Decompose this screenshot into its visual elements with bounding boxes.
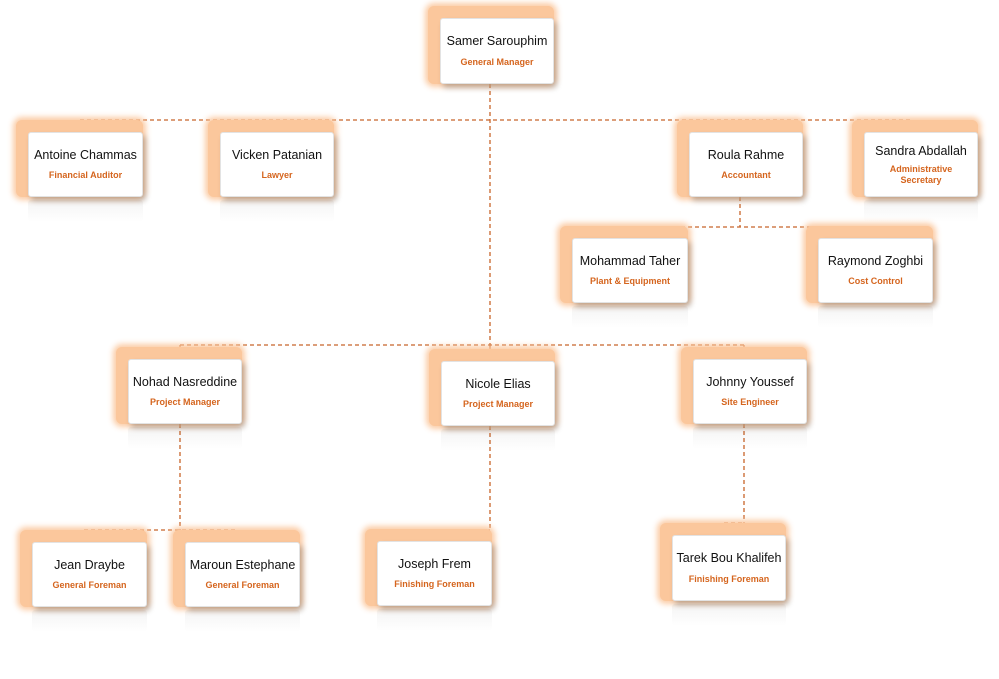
node-card: Samer Sarouphim General Manager: [440, 18, 554, 84]
node-name: Mohammad Taher: [579, 253, 681, 268]
node-name: Vicken Patanian: [231, 147, 323, 162]
node-card: Raymond Zoghbi Cost Control: [818, 238, 933, 303]
node-name: Roula Rahme: [707, 147, 785, 162]
node-card: Jean Draybe General Foreman: [32, 542, 147, 607]
node-card: Tarek Bou Khalifeh Finishing Foreman: [672, 535, 786, 601]
node-title: General Foreman: [205, 580, 280, 591]
node-raymond-zoghbi: Raymond Zoghbi Cost Control: [806, 226, 933, 328]
node-card: Sandra Abdallah Administrative Secretary: [864, 132, 978, 197]
node-card: Nicole Elias Project Manager: [441, 361, 555, 426]
node-nohad-nasreddine: Nohad Nasreddine Project Manager: [116, 347, 242, 449]
node-reflection: [441, 429, 555, 451]
node-card: Maroun Estephane General Foreman: [185, 542, 300, 607]
node-title: Project Manager: [149, 397, 221, 408]
node-title: Project Manager: [462, 399, 534, 410]
node-joseph-frem: Joseph Frem Finishing Foreman: [365, 529, 492, 631]
node-johnny-youssef: Johnny Youssef Site Engineer: [681, 347, 807, 449]
node-maroun-estephane: Maroun Estephane General Foreman: [173, 530, 300, 632]
node-card: Roula Rahme Accountant: [689, 132, 803, 197]
node-name: Raymond Zoghbi: [827, 253, 924, 268]
node-reflection: [693, 427, 807, 449]
node-card: Joseph Frem Finishing Foreman: [377, 541, 492, 606]
node-name: Jean Draybe: [54, 557, 125, 572]
node-title: Cost Control: [848, 276, 903, 287]
node-reflection: [185, 610, 300, 632]
node-title: Plant & Equipment: [589, 276, 670, 287]
node-title: Accountant: [721, 170, 771, 181]
node-reflection: [864, 200, 978, 222]
node-card: Johnny Youssef Site Engineer: [693, 359, 807, 424]
node-title: General Foreman: [52, 580, 127, 591]
node-antoine-chammas: Antoine Chammas Financial Auditor: [16, 120, 143, 222]
node-reflection: [28, 200, 143, 222]
node-reflection: [220, 200, 334, 222]
node-nicole-elias: Nicole Elias Project Manager: [429, 349, 555, 451]
node-reflection: [128, 427, 242, 449]
node-title: Lawyer: [261, 170, 293, 181]
node-title: Finishing Foreman: [688, 573, 770, 584]
node-reflection: [572, 306, 688, 328]
node-reflection: [377, 609, 492, 631]
node-title: Finishing Foreman: [394, 579, 475, 590]
node-samer-sarouphim: Samer Sarouphim General Manager: [428, 6, 554, 84]
node-roula-rahme: Roula Rahme Accountant: [677, 120, 803, 197]
node-title: Site Engineer: [721, 397, 779, 408]
node-card: Nohad Nasreddine Project Manager: [128, 359, 242, 424]
node-reflection: [32, 610, 147, 632]
node-jean-draybe: Jean Draybe General Foreman: [20, 530, 147, 632]
node-tarek-bou-khalifeh: Tarek Bou Khalifeh Finishing Foreman: [660, 523, 786, 626]
node-title: Administrative Secretary: [889, 163, 953, 185]
node-vicken-patanian: Vicken Patanian Lawyer: [208, 120, 334, 222]
node-name: Samer Sarouphim: [446, 34, 548, 49]
node-mohammad-taher: Mohammad Taher Plant & Equipment: [560, 226, 688, 328]
node-card: Antoine Chammas Financial Auditor: [28, 132, 143, 197]
node-name: Sandra Abdallah: [875, 143, 967, 158]
node-name: Antoine Chammas: [34, 147, 137, 162]
node-card: Vicken Patanian Lawyer: [220, 132, 334, 197]
node-name: Joseph Frem: [398, 556, 471, 571]
node-name: Johnny Youssef: [706, 374, 794, 389]
node-name: Nicole Elias: [465, 376, 531, 391]
node-reflection: [818, 306, 933, 328]
node-title: General Manager: [460, 56, 534, 67]
node-card: Mohammad Taher Plant & Equipment: [572, 238, 688, 303]
node-name: Nohad Nasreddine: [132, 374, 238, 389]
node-title: Financial Auditor: [48, 170, 123, 181]
node-sandra-abdallah: Sandra Abdallah Administrative Secretary: [852, 120, 978, 222]
node-name: Tarek Bou Khalifeh: [676, 551, 782, 566]
node-reflection: [672, 604, 786, 626]
node-name: Maroun Estephane: [189, 557, 296, 572]
